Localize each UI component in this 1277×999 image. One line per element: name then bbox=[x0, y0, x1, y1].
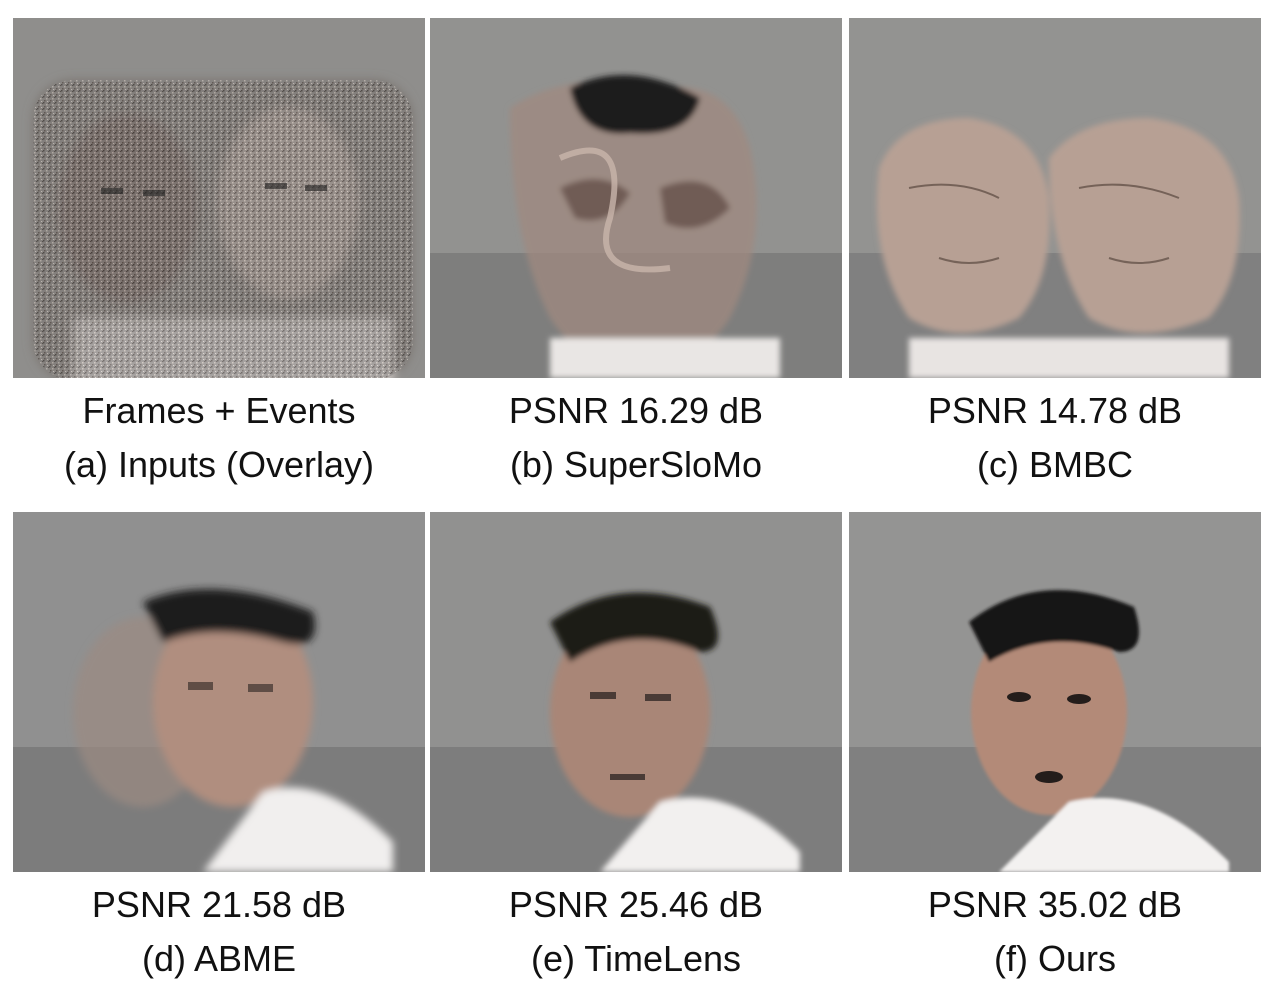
superslomo-illustration bbox=[430, 18, 842, 378]
timelens-illustration bbox=[430, 512, 842, 872]
bmbc-illustration bbox=[849, 18, 1261, 378]
inputs-overlay-illustration bbox=[13, 18, 425, 378]
metric-text: PSNR 35.02 dB bbox=[927, 884, 1183, 925]
caption: Frames + Events (a) Inputs (Overlay) bbox=[13, 384, 425, 492]
caption: PSNR 25.46 dB (e) TimeLens bbox=[430, 878, 842, 986]
ours-image bbox=[849, 512, 1261, 872]
metric-text: PSNR 14.78 dB bbox=[927, 390, 1183, 431]
method-label: (b) SuperSloMo bbox=[509, 444, 763, 485]
caption: PSNR 14.78 dB (c) BMBC bbox=[849, 384, 1261, 492]
caption: PSNR 21.58 dB (d) ABME bbox=[13, 878, 425, 986]
caption: PSNR 35.02 dB (f) Ours bbox=[849, 878, 1261, 986]
inputs-overlay-image bbox=[13, 18, 425, 378]
method-label: (e) TimeLens bbox=[530, 938, 742, 979]
method-label: (a) Inputs (Overlay) bbox=[63, 444, 375, 485]
metric-text: PSNR 21.58 dB bbox=[91, 884, 347, 925]
abme-image bbox=[13, 512, 425, 872]
superslomo-image bbox=[430, 18, 842, 378]
timelens-image bbox=[430, 512, 842, 872]
metric-text: PSNR 25.46 dB bbox=[508, 884, 764, 925]
caption: PSNR 16.29 dB (b) SuperSloMo bbox=[430, 384, 842, 492]
metric-text: PSNR 16.29 dB bbox=[508, 390, 764, 431]
bmbc-image bbox=[849, 18, 1261, 378]
metric-text: Frames + Events bbox=[82, 390, 356, 431]
abme-illustration bbox=[13, 512, 425, 872]
method-label: (f) Ours bbox=[994, 938, 1116, 979]
method-label: (d) ABME bbox=[141, 938, 297, 979]
ours-illustration bbox=[849, 512, 1261, 872]
method-label: (c) BMBC bbox=[977, 444, 1133, 485]
